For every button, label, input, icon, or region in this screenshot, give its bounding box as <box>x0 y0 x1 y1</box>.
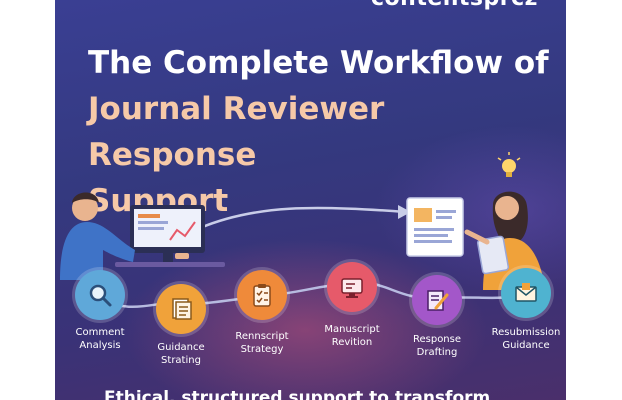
title-line-1: The Complete Workflow of <box>88 45 549 81</box>
workflow-illustration <box>60 152 545 308</box>
step-label-comment-analysis: Comment Analysis <box>75 327 125 351</box>
step-label-resubmission: Resubmission Guidance <box>491 327 561 351</box>
step-label-strategy: Rennscript Strategy <box>235 331 289 355</box>
pen-paper-icon <box>427 290 449 311</box>
person-head <box>72 195 98 221</box>
step-label-guidance: Guidance Strating <box>157 342 205 366</box>
tagline: Ethical, structured support to transform <box>104 388 491 400</box>
step-label-response-drafting: Response Drafting <box>412 334 462 358</box>
upper-flow-arrow <box>199 206 406 230</box>
step-manuscript-revision-node <box>327 262 377 312</box>
step-response-drafting-node <box>412 275 462 325</box>
document-stack-icon <box>172 298 192 320</box>
step-strategy-node <box>237 270 287 320</box>
person-body <box>60 222 135 280</box>
magnifier-icon <box>89 284 112 307</box>
upper-arrow-head <box>398 205 411 219</box>
title-line-2: Journal Reviewer Response <box>88 91 385 173</box>
step-resubmission-node <box>501 268 551 318</box>
step-label-manuscript-revision: Manuscript Revition <box>324 324 380 348</box>
document-board <box>406 197 464 257</box>
envelope-icon <box>515 283 537 302</box>
desk <box>115 262 225 267</box>
reviewer-person-illustration <box>60 192 225 280</box>
step-comment-analysis-node <box>75 270 125 320</box>
lightbulb-icon <box>497 152 521 177</box>
monitor-edit-icon <box>341 278 363 298</box>
writer-person-illustration <box>406 191 545 290</box>
step-guidance-node <box>156 284 206 334</box>
person-head-2 <box>495 196 519 220</box>
infographic-poster: contentsprcz The Complete Workflow of Jo… <box>55 0 566 400</box>
tablet <box>476 235 510 275</box>
clipboard-checklist-icon <box>253 284 271 307</box>
brand-logo: contentsprcz <box>371 0 538 11</box>
